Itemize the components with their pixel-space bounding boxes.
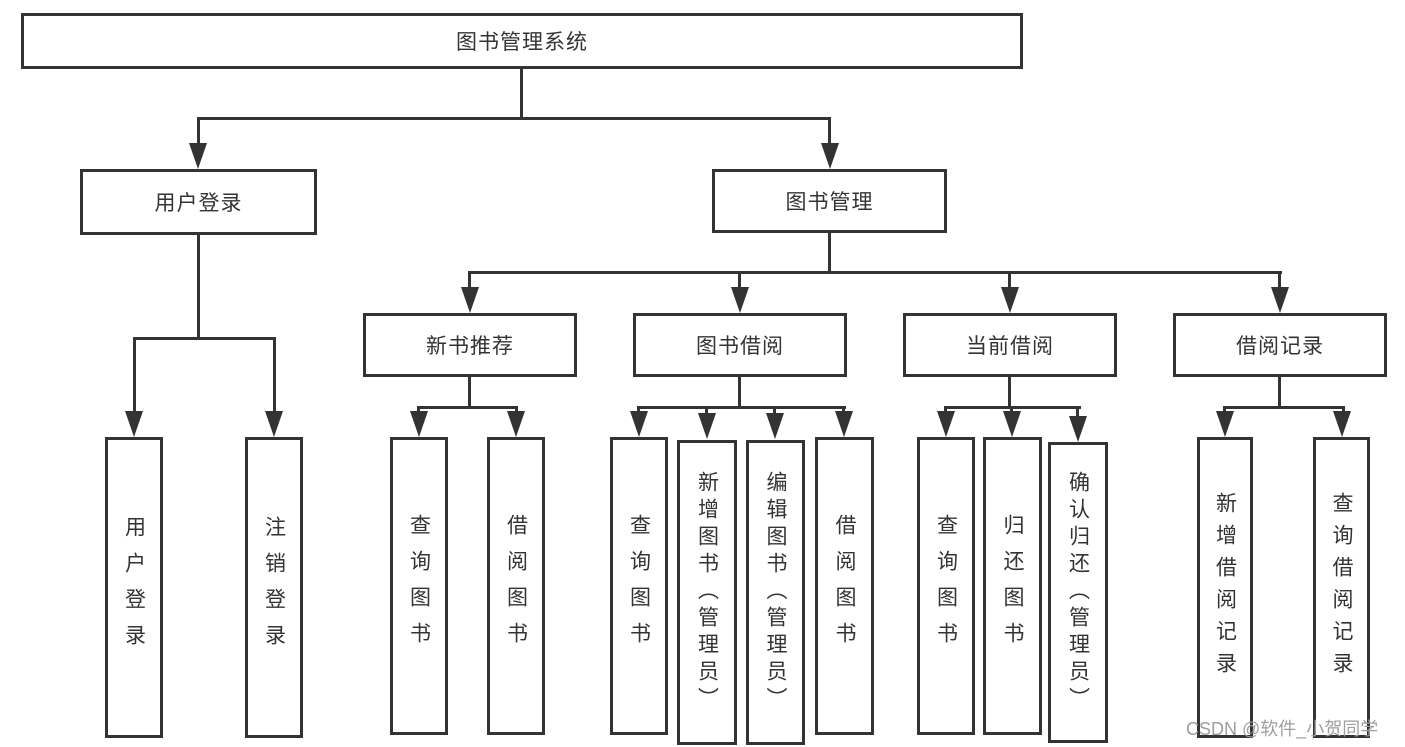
- connector-arrow: [265, 411, 283, 437]
- leaf-borrow-books-a-label: 借阅图书: [504, 514, 528, 658]
- leaf-query-books-b: 查询图书: [610, 437, 668, 735]
- connector-line: [637, 406, 846, 409]
- leaf-add-books-admin: 新增图书（管理员）: [677, 440, 737, 745]
- connector-arrow: [1216, 411, 1234, 437]
- connector-line: [417, 406, 518, 409]
- connector-arrow: [1271, 287, 1289, 313]
- leaf-edit-books-admin: 编辑图书（管理员）: [746, 440, 805, 745]
- node-new-book-recommend: 新书推荐: [363, 313, 577, 377]
- node-current-borrow: 当前借阅: [903, 313, 1117, 377]
- connector-arrow: [1003, 411, 1021, 437]
- connector-arrow: [189, 143, 207, 169]
- leaf-confirm-return-admin-label: 确认归还（管理员）: [1066, 471, 1090, 714]
- connector-arrow: [410, 411, 428, 437]
- connector-line: [944, 406, 947, 414]
- connector-arrow: [507, 411, 525, 437]
- leaf-query-books-c-label: 查询图书: [934, 514, 958, 658]
- connector-line: [468, 377, 471, 408]
- node-borrow-records: 借阅记录: [1173, 313, 1387, 377]
- node-new-book-recommend-label: 新书推荐: [426, 335, 514, 358]
- csdn-watermark: CSDN @软件_小贺同学: [1186, 719, 1379, 739]
- leaf-user-login: 用户登录: [105, 437, 163, 738]
- connector-line: [738, 377, 741, 408]
- connector-line: [1008, 271, 1011, 289]
- connector-line: [1278, 271, 1281, 289]
- leaf-logout: 注销登录: [245, 437, 303, 738]
- connector-line: [133, 337, 136, 413]
- leaf-add-borrow-record-label: 新增借阅记录: [1213, 491, 1237, 684]
- leaf-add-books-admin-label: 新增图书（管理员）: [695, 471, 719, 714]
- leaf-query-books-b-label: 查询图书: [627, 514, 651, 658]
- leaf-borrow-books-b-label: 借阅图书: [833, 514, 856, 658]
- connector-line: [1223, 406, 1226, 414]
- connector-line: [468, 271, 1282, 274]
- leaf-confirm-return-admin: 确认归还（管理员）: [1048, 442, 1108, 743]
- connector-arrow: [1333, 411, 1351, 437]
- leaf-query-books-c: 查询图书: [917, 437, 975, 735]
- node-user-login-label: 用户登录: [154, 192, 243, 215]
- connector-line: [520, 69, 523, 119]
- connector-line: [273, 337, 276, 413]
- leaf-user-login-label: 用户登录: [122, 515, 146, 660]
- leaf-logout-label: 注销登录: [262, 515, 286, 660]
- connector-arrow: [731, 287, 749, 313]
- leaf-query-books-a-label: 查询图书: [407, 514, 431, 658]
- leaf-add-borrow-record: 新增借阅记录: [1197, 437, 1253, 738]
- leaf-borrow-books-a: 借阅图书: [487, 437, 545, 735]
- connector-line: [828, 233, 831, 273]
- connector-line: [197, 117, 831, 120]
- connector-line: [842, 406, 845, 414]
- connector-line: [1223, 406, 1345, 409]
- node-book-management: 图书管理: [712, 169, 947, 233]
- connector-arrow: [1001, 287, 1019, 313]
- connector-line: [417, 406, 420, 414]
- connector-arrow: [461, 287, 479, 313]
- connector-line: [1342, 406, 1345, 414]
- connector-line: [1008, 377, 1011, 408]
- node-book-borrow: 图书借阅: [633, 313, 847, 377]
- leaf-borrow-books-b: 借阅图书: [815, 437, 874, 735]
- node-root-label: 图书管理系统: [456, 31, 588, 54]
- connector-arrow: [698, 413, 716, 439]
- connector-arrow: [766, 413, 784, 439]
- connector-line: [828, 117, 831, 145]
- connector-arrow: [630, 411, 648, 437]
- connector-arrow: [1069, 416, 1087, 442]
- connector-line: [738, 271, 741, 289]
- node-current-borrow-label: 当前借阅: [966, 335, 1054, 358]
- connector-line: [773, 406, 776, 414]
- connector-line: [705, 406, 708, 414]
- leaf-return-books: 归还图书: [983, 437, 1042, 735]
- node-book-management-label: 图书管理: [785, 191, 874, 214]
- connector-line: [1278, 377, 1281, 408]
- connector-line: [1076, 406, 1079, 416]
- leaf-return-books-label: 归还图书: [1001, 514, 1024, 658]
- leaf-query-borrow-record-label: 查询借阅记录: [1330, 491, 1353, 684]
- connector-line: [197, 117, 200, 145]
- connector-line: [1010, 406, 1013, 414]
- leaf-edit-books-admin-label: 编辑图书（管理员）: [764, 471, 787, 714]
- node-book-borrow-label: 图书借阅: [696, 335, 784, 358]
- connector-arrow: [937, 411, 955, 437]
- connector-line: [197, 235, 200, 339]
- leaf-query-borrow-record: 查询借阅记录: [1313, 437, 1370, 738]
- node-root: 图书管理系统: [21, 13, 1023, 69]
- connector-arrow: [821, 143, 839, 169]
- connector-line: [637, 406, 640, 414]
- node-borrow-records-label: 借阅记录: [1236, 335, 1324, 358]
- connector-arrow: [125, 411, 143, 437]
- connector-line: [515, 406, 518, 414]
- connector-line: [133, 337, 276, 340]
- connector-line: [468, 271, 471, 289]
- leaf-query-books-a: 查询图书: [390, 437, 448, 735]
- node-user-login: 用户登录: [80, 169, 317, 235]
- connector-arrow: [835, 411, 853, 437]
